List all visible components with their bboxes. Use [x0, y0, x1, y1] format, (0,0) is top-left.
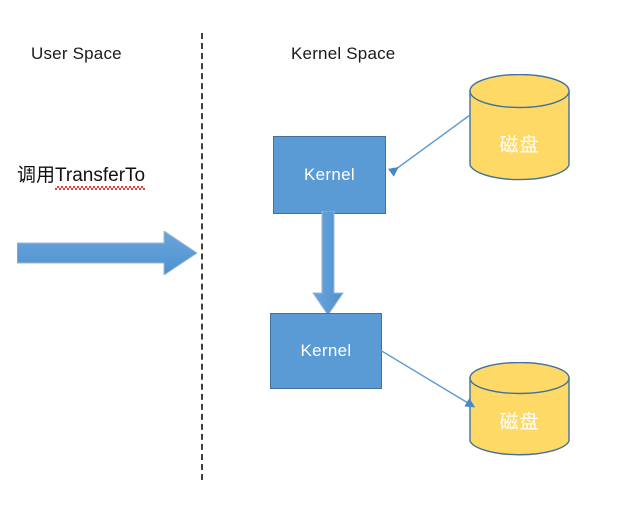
kernel-transfer-down-arrow-icon — [312, 211, 344, 315]
kernel-to-disk-write-arrow-icon — [379, 349, 476, 408]
syscall-prefix-text: 调用 — [17, 165, 56, 186]
disk-to-kernel-read-arrow-icon — [387, 114, 471, 177]
disk-cylinder-top[interactable]: 磁盘 — [469, 73, 570, 182]
kernel-block-top-label: Kernel — [304, 165, 355, 184]
user-call-block-arrow-icon — [17, 231, 197, 275]
kernel-block-top[interactable]: Kernel — [273, 136, 386, 214]
disk-cylinder-bottom-icon — [469, 361, 570, 456]
disk-cylinder-top-icon — [469, 73, 570, 181]
syscall-call-label: 调用TransferTo — [17, 160, 146, 190]
kernel-block-bottom-label: Kernel — [300, 341, 352, 360]
kernel-block-bottom[interactable]: Kernel — [270, 313, 382, 389]
kernel-space-label: Kernel Space — [291, 44, 396, 63]
user-kernel-boundary-divider — [201, 33, 203, 480]
syscall-api-name-text: TransferTo — [55, 165, 146, 190]
disk-cylinder-bottom[interactable]: 磁盘 — [469, 361, 570, 457]
user-space-label: User Space — [31, 44, 122, 63]
